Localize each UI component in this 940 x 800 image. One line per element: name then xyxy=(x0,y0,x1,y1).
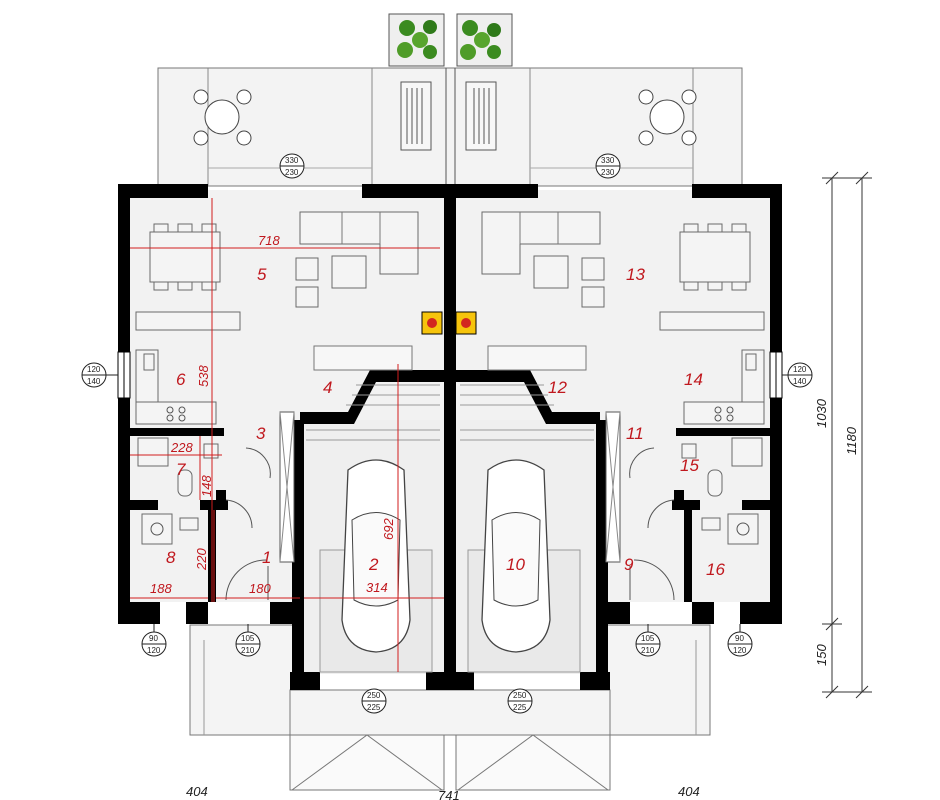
room-10-label: 10 xyxy=(506,555,525,574)
tag-garage-door-right: 250 225 xyxy=(507,688,533,714)
room-1-label: 1 xyxy=(262,548,271,567)
ext-dim-height-main: 1030 xyxy=(814,398,829,428)
tag-garage-door-left: 250 225 xyxy=(361,688,387,714)
svg-text:140: 140 xyxy=(793,377,807,386)
dim-hall-width: 180 xyxy=(249,581,271,596)
dim-bath-width: 228 xyxy=(170,440,193,455)
planter-left xyxy=(388,13,445,67)
tag-small-window-right: 90 120 xyxy=(727,624,753,657)
bench-left xyxy=(400,81,432,151)
tag-terrace-door-right: 330 230 xyxy=(595,153,621,179)
room-13-label: 13 xyxy=(626,265,645,284)
ext-dim-center: 741 xyxy=(438,788,460,800)
svg-text:250: 250 xyxy=(513,691,527,700)
side-windows xyxy=(117,351,783,399)
ext-dim-left-wing: 404 xyxy=(186,784,208,799)
car-left xyxy=(319,459,433,673)
tag-entry-door-right: 105 210 xyxy=(635,624,661,657)
room-14-label: 14 xyxy=(684,370,703,389)
svg-text:105: 105 xyxy=(241,634,255,643)
svg-text:120: 120 xyxy=(793,365,807,374)
svg-text:210: 210 xyxy=(641,646,655,655)
svg-text:230: 230 xyxy=(285,168,299,177)
fireplace-right xyxy=(455,311,477,335)
dim-garage-depth: 692 xyxy=(381,518,396,540)
svg-text:105: 105 xyxy=(641,634,655,643)
tag-entry-door-left: 105 210 xyxy=(235,624,261,657)
room-16-label: 16 xyxy=(706,560,725,579)
tag-window-side-left: 120 140 xyxy=(81,362,118,388)
dim-bath-depth: 148 xyxy=(199,475,214,497)
furniture-right xyxy=(481,211,765,545)
bench-right xyxy=(465,81,497,151)
room-7-label: 7 xyxy=(176,460,186,479)
room-5-label: 5 xyxy=(257,265,267,284)
dimension-lines xyxy=(130,198,444,672)
room-3-label: 3 xyxy=(256,424,266,443)
fireplace-left xyxy=(421,311,443,335)
dim-kitchen-depth: 538 xyxy=(196,365,211,387)
door-swings xyxy=(225,447,675,601)
room-11-label: 11 xyxy=(626,424,644,443)
dim-garage-width: 314 xyxy=(366,580,388,595)
tag-terrace-door-left: 330 230 xyxy=(279,153,305,179)
svg-text:225: 225 xyxy=(367,703,381,712)
svg-text:230: 230 xyxy=(601,168,615,177)
svg-text:330: 330 xyxy=(285,156,299,165)
svg-text:120: 120 xyxy=(733,646,747,655)
svg-text:210: 210 xyxy=(241,646,255,655)
room-2-label: 2 xyxy=(368,555,379,574)
svg-text:140: 140 xyxy=(87,377,101,386)
room-4-label: 4 xyxy=(323,378,332,397)
dim-living-width: 718 xyxy=(258,233,280,248)
patio-table-right xyxy=(638,89,697,146)
furniture-left xyxy=(135,211,419,545)
svg-text:120: 120 xyxy=(147,646,161,655)
ext-dim-height-total: 1180 xyxy=(844,426,859,455)
planter-right xyxy=(456,13,513,67)
svg-text:90: 90 xyxy=(735,634,744,643)
svg-text:330: 330 xyxy=(601,156,615,165)
dim-wc-depth: 220 xyxy=(194,548,209,571)
car-right xyxy=(467,459,581,673)
patio-table-left xyxy=(193,89,252,146)
room-6-label: 6 xyxy=(176,370,186,389)
ext-dim-height-porch: 150 xyxy=(814,644,829,666)
svg-text:250: 250 xyxy=(367,691,381,700)
external-dimension-lines xyxy=(822,171,872,699)
room-12-label: 12 xyxy=(548,378,567,397)
svg-text:90: 90 xyxy=(149,634,158,643)
svg-text:120: 120 xyxy=(87,365,101,374)
room-15-label: 15 xyxy=(680,456,699,475)
tag-small-window-left: 90 120 xyxy=(141,624,167,657)
terrace-area xyxy=(157,67,743,187)
dim-wc-width: 188 xyxy=(150,581,172,596)
tag-window-side-right: 120 140 xyxy=(782,362,813,388)
svg-text:225: 225 xyxy=(513,703,527,712)
room-9-label: 9 xyxy=(624,555,634,574)
ext-dim-right-wing: 404 xyxy=(678,784,700,799)
stairs xyxy=(279,345,621,563)
room-8-label: 8 xyxy=(166,548,176,567)
walls xyxy=(118,184,782,690)
